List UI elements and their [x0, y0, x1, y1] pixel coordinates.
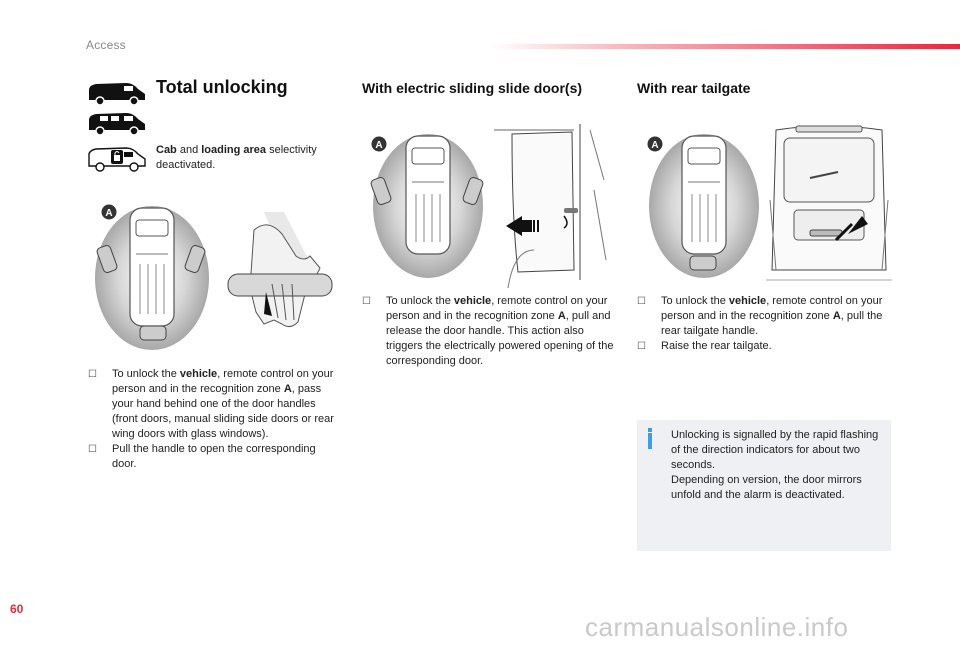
total-unlocking-title: Total unlocking: [156, 77, 288, 97]
instruction-bold: vehicle: [453, 295, 492, 307]
page-number: 60: [10, 602, 24, 616]
sliding-door-instructions: ☐ To unlock the vehicle, remote control …: [362, 294, 616, 369]
info-line: Unlocking is signalled by the rapid flas…: [671, 429, 879, 471]
checkbox-icon: ☐: [637, 296, 646, 307]
instruction-text: Pull the handle to open the correspondin…: [112, 443, 316, 470]
instruction-item: ☐ Pull the handle to open the correspond…: [88, 442, 338, 472]
instruction-bold: A: [283, 383, 292, 395]
checkbox-icon: ☐: [637, 341, 646, 352]
instruction-bold: vehicle: [179, 368, 218, 380]
rear-tailgate-instructions: ☐ To unlock the vehicle, remote control …: [637, 294, 891, 354]
cab-rest-text: selectivity deactivated.: [156, 144, 317, 171]
zone-a-letter: A: [105, 208, 112, 219]
instruction-item: ☐ Raise the rear tailgate.: [637, 339, 891, 354]
instruction-item: ☐ To unlock the vehicle, remote control …: [88, 367, 338, 442]
cab-label: Cab: [156, 144, 177, 156]
checkbox-icon: ☐: [88, 444, 97, 455]
watermark: carmanualsonline.info: [585, 612, 849, 642]
instruction-text: Raise the rear tailgate.: [661, 340, 772, 352]
sliding-door-title: With electric sliding slide door(s): [362, 80, 583, 96]
info-text: Unlocking is signalled by the rapid flas…: [671, 428, 883, 503]
zone-a-badge: A: [371, 136, 387, 152]
van-icon-passenger: [89, 113, 145, 136]
info-icon: [648, 428, 652, 432]
instruction-text: , remote control on your person and in t…: [112, 368, 334, 395]
instruction-item: ☐ To unlock the vehicle, remote control …: [362, 294, 616, 369]
zone-a-letter: A: [651, 140, 658, 151]
checkbox-icon: ☐: [362, 296, 371, 307]
van-icon-side: [89, 83, 145, 106]
info-line: Depending on version, the door mirrors u…: [671, 474, 862, 501]
recognition-zone-diagram-tailgate: [649, 134, 759, 278]
instruction-text: , remote control on your person and in t…: [661, 295, 883, 322]
info-icon-bar: [648, 433, 652, 449]
instruction-text: , pull the rear tailgate handle.: [661, 310, 883, 337]
van-cargo-lock-icon: [88, 147, 146, 172]
sliding-door-illustration: [494, 120, 612, 288]
header-accent-bar: [490, 44, 960, 49]
section-label: Access: [86, 38, 126, 52]
instruction-bold: A: [557, 310, 566, 322]
recognition-zone-diagram-sliding: [370, 134, 484, 278]
loading-area-label: loading area: [201, 144, 267, 156]
checkbox-icon: ☐: [88, 369, 97, 380]
instruction-item: ☐ To unlock the vehicle, remote control …: [637, 294, 891, 339]
instruction-bold: A: [832, 310, 841, 322]
instruction-text: To unlock the: [112, 368, 180, 380]
instruction-text: To unlock the: [661, 295, 729, 307]
rear-tailgate-illustration: [766, 120, 892, 290]
recognition-zone-diagram-total: [95, 206, 209, 350]
info-box: Unlocking is signalled by the rapid flas…: [637, 420, 891, 551]
instruction-text: To unlock the: [386, 295, 454, 307]
zone-a-badge: A: [647, 136, 663, 152]
hand-door-handle-illustration: [224, 212, 336, 336]
zone-a-letter: A: [375, 140, 382, 151]
instruction-text: , remote control on your person and in t…: [386, 295, 608, 322]
cab-and-text: and: [176, 144, 202, 156]
rear-tailgate-title: With rear tailgate: [637, 80, 751, 96]
instruction-text: , pass your hand behind one of the door …: [112, 383, 334, 440]
instruction-text: , pull and release the door handle. This…: [386, 310, 614, 367]
instruction-bold: vehicle: [728, 295, 767, 307]
zone-a-badge: A: [101, 204, 117, 220]
cab-selectivity-text: Cab and loading area selectivity deactiv…: [156, 143, 336, 173]
total-unlocking-instructions: ☐ To unlock the vehicle, remote control …: [88, 367, 338, 472]
